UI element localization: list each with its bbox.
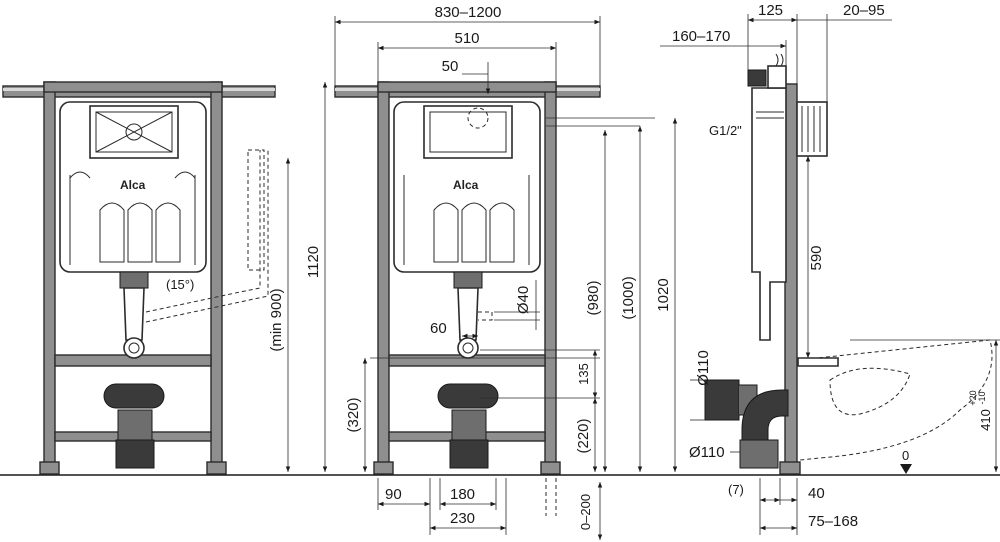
frame-foot-right [206,461,227,475]
dim-590: 590 [808,245,825,270]
dim-offset-7: (7) [728,482,744,497]
front-view-middle: Alca 830–1200 510 50 (980) (1000) 1020 Ø… [334,4,678,540]
dim-135: 135 [576,363,591,385]
dim-total-height: 1120 [305,246,322,278]
brand-logo-2: Alca [453,178,479,192]
dim-0-200: 0–200 [578,494,593,530]
dim-d110-bottom: Ø110 [689,444,725,461]
frame-foot-left [39,461,60,475]
dim-frame-width: 510 [454,30,479,47]
cistern-side [751,87,787,341]
dim-1000: (1000) [620,276,637,319]
dim-1020: 1020 [655,278,672,311]
dim-depth-20-95: 20–95 [843,2,885,19]
dim-90: 90 [385,486,402,503]
dim-410: 410 [978,409,993,431]
dim-d40: Ø40 [515,286,532,314]
frame-upright-right [210,81,223,473]
tolerance-minus: -10 [977,391,987,404]
tolerance-plus: +20 [968,390,978,405]
floor-zero-label: 0 [902,448,909,463]
dim-320: (320) [345,397,362,432]
angle-label: (15°) [166,277,194,292]
dim-40: 40 [808,485,825,502]
frame-upright-left [43,81,56,473]
dim-width-range: 830–1200 [435,4,502,21]
brand-logo: Alca [120,178,146,192]
floor-level-marker [900,464,912,474]
dim-depth-160-170: 160–170 [672,28,730,45]
dim-230: 230 [450,510,475,527]
drain-elbow [103,383,165,409]
dim-60: 60 [430,320,447,337]
dim-min-height: (min 900) [268,288,285,351]
dim-220: (220) [575,418,592,453]
front-view-left: Alca (15°) 1120 (min 900) [2,81,328,475]
dim-75-168: 75–168 [808,513,858,530]
dim-d110-top: Ø110 [695,350,712,386]
thread-label: G1/2" [709,123,742,138]
drain-pipe-top [704,379,740,421]
side-view: G1/2" 125 20–95 160–170 590 Ø110 Ø110 41… [660,2,1000,535]
dim-depth-125: 125 [758,2,783,19]
dim-180: 180 [450,486,475,503]
dim-inlet-offset: 50 [442,58,459,75]
dim-980: (980) [585,280,602,315]
